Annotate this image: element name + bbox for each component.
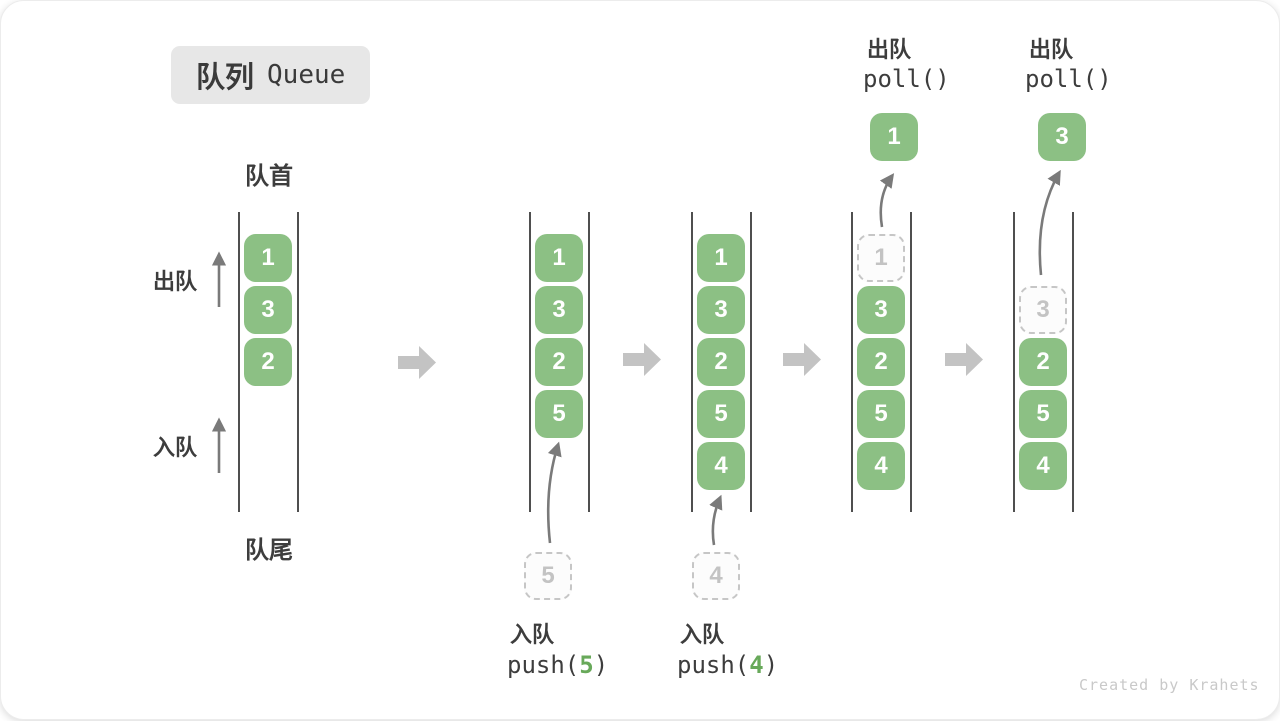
label-queue-front: 队首 <box>245 163 293 190</box>
queue-item: 2 <box>535 338 583 386</box>
queue-item: 5 <box>535 390 583 438</box>
state-transition-right-block-arrow-icon <box>945 343 983 376</box>
queue-container-4 <box>851 212 912 512</box>
push5-label-zh: 入队 <box>510 622 555 647</box>
dequeued-item: 1 <box>870 113 918 161</box>
queue-item: 2 <box>697 338 745 386</box>
label-enqueue-side: 入队 <box>153 435 198 460</box>
poll2-code: poll() <box>1025 65 1112 93</box>
queue-item: 4 <box>697 442 745 490</box>
push5-arg: 5 <box>579 651 594 679</box>
queue-container-1 <box>238 212 299 512</box>
queue-item: 5 <box>1019 390 1067 438</box>
queue-item: 4 <box>1019 442 1067 490</box>
dequeued-item: 3 <box>1038 113 1086 161</box>
queue-item: 3 <box>244 286 292 334</box>
push4-fn: push( <box>677 651 750 679</box>
queue-item: 5 <box>857 390 905 438</box>
queue-item: 4 <box>857 442 905 490</box>
push4-label-zh: 入队 <box>680 622 725 647</box>
queue-item: 2 <box>244 338 292 386</box>
state-transition-right-block-arrow-icon <box>783 343 821 376</box>
watermark: Created by Krahets <box>1079 676 1260 694</box>
label-dequeue-side: 出队 <box>153 269 198 294</box>
queue-item: 3 <box>697 286 745 334</box>
label-queue-rear: 队尾 <box>245 537 293 564</box>
queue-item: 2 <box>857 338 905 386</box>
queue-item: 1 <box>244 234 292 282</box>
push4-close: ) <box>763 651 779 679</box>
removed-item-ghost: 1 <box>857 234 905 282</box>
queue-item: 3 <box>535 286 583 334</box>
queue-item: 2 <box>1019 338 1067 386</box>
state-transition-right-block-arrow-icon <box>398 346 436 379</box>
queue-item: 5 <box>697 390 745 438</box>
state-transition-right-block-arrow-icon <box>623 343 661 376</box>
title-en: Queue <box>267 60 346 90</box>
queue-item: 3 <box>857 286 905 334</box>
incoming-item-ghost: 4 <box>692 552 740 600</box>
title-badge: 队列 Queue <box>171 46 371 104</box>
title-zh: 队列 <box>196 62 255 94</box>
poll2-label-zh: 出队 <box>1029 37 1074 62</box>
queue-container-2 <box>529 212 590 512</box>
push4-arg: 4 <box>749 651 764 679</box>
queue-container-5 <box>1013 212 1074 512</box>
queue-container-3 <box>691 212 752 512</box>
push5-code: push(5) <box>507 651 608 679</box>
removed-item-ghost: 3 <box>1019 286 1067 334</box>
poll1-label-zh: 出队 <box>867 37 912 62</box>
push5-fn: push( <box>507 651 580 679</box>
incoming-item-ghost: 5 <box>524 552 572 600</box>
push5-close: ) <box>593 651 609 679</box>
queue-item: 1 <box>535 234 583 282</box>
push4-code: push(4) <box>677 651 778 679</box>
queue-item: 1 <box>697 234 745 282</box>
poll1-code: poll() <box>863 65 950 93</box>
